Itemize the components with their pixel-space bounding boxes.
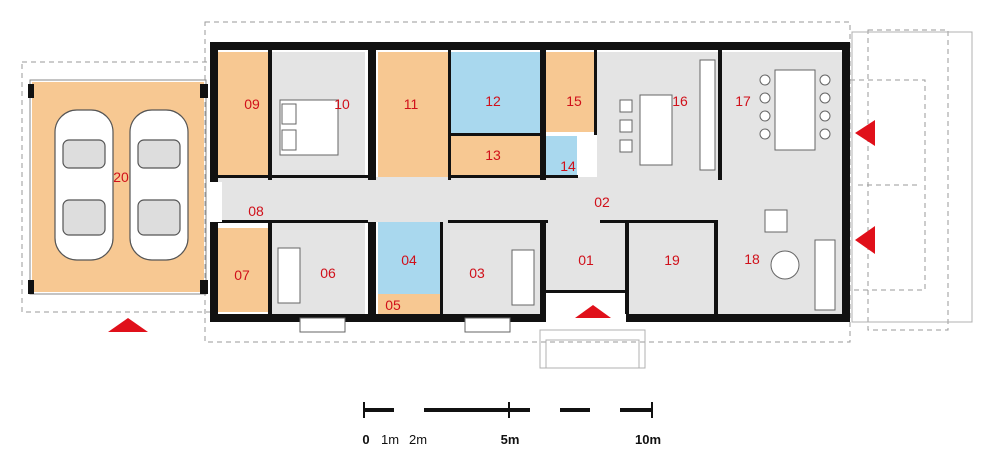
room-01 (545, 222, 625, 292)
room-label-02: 02 (594, 194, 610, 210)
garage (28, 79, 208, 295)
room-11 (378, 52, 448, 177)
room-02 (218, 177, 844, 222)
kitchen-island-icon (619, 59, 716, 171)
room-label-05: 05 (385, 297, 401, 313)
room-label-07: 07 (234, 267, 250, 283)
room-label-15: 15 (566, 93, 582, 109)
room-label-03: 03 (469, 265, 485, 281)
room-label-16: 16 (672, 93, 688, 109)
bed-icon (277, 99, 535, 306)
room-14 (545, 136, 577, 177)
terrace-lines (539, 31, 973, 369)
room-label-10: 10 (334, 96, 350, 112)
room-label-14: 14 (560, 158, 576, 174)
room-label-12: 12 (485, 93, 501, 109)
room-label-17: 17 (735, 93, 751, 109)
room-label-09: 09 (244, 96, 260, 112)
car-icon (54, 109, 189, 261)
dining-chair-icon (759, 69, 831, 151)
room-labels: 01 02 03 04 05 06 07 08 09 10 11 12 13 1… (113, 93, 760, 313)
room-09 (218, 52, 268, 177)
room-label-13: 13 (485, 147, 501, 163)
room-label-11: 11 (404, 96, 419, 112)
room-04 (378, 222, 440, 294)
room-label-19: 19 (664, 252, 680, 268)
scale-tick-1m: 1m (381, 432, 399, 447)
room-07 (218, 228, 268, 312)
scale-tick-5m: 5m (501, 432, 520, 447)
room-label-18: 18 (744, 251, 760, 267)
scale-tick-0: 0 (362, 432, 369, 447)
sofa-icon (299, 209, 836, 333)
room-label-20: 20 (113, 169, 129, 185)
entrance-arrow-icon (108, 120, 875, 332)
scale-tick-2m: 2m (409, 432, 427, 447)
room-19 (628, 222, 716, 320)
room-label-01: 01 (578, 252, 594, 268)
room-label-08: 08 (248, 203, 264, 219)
room-label-04: 04 (401, 252, 417, 268)
room-15 (545, 52, 595, 132)
scale-tick-10m: 10m (635, 432, 661, 447)
room-label-06: 06 (320, 265, 336, 281)
room-12 (450, 52, 540, 134)
room-13 (450, 136, 540, 177)
scale-bar: 0 1m 2m 5m 10m (362, 402, 661, 447)
